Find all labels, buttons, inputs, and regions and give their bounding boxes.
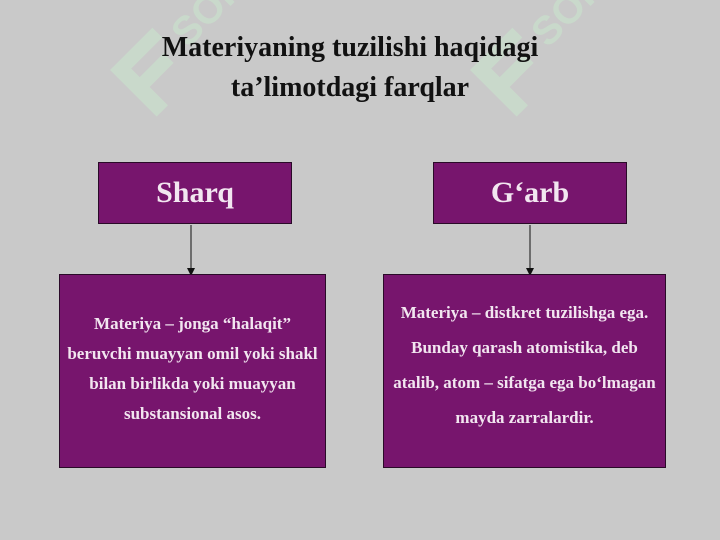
- node-garb-description: Materiya – distkret tuzilishga ega. Bund…: [393, 303, 656, 427]
- node-garb-description-box: Materiya – distkret tuzilishga ega. Bund…: [383, 274, 666, 468]
- title-line-2: ta’limotdagi farqlar: [230, 72, 470, 103]
- node-sharq-label: Sharq: [156, 176, 234, 209]
- node-garb-label: G‘arb: [490, 176, 570, 209]
- node-sharq-description: Materiya – jonga “halaqit” beruvchi muay…: [67, 314, 318, 423]
- title-line-1: Materiyaning tuzilishi haqidagi: [161, 32, 539, 63]
- node-garb: G‘arb: [433, 162, 627, 224]
- node-sharq: Sharq: [98, 162, 292, 224]
- node-sharq-description-box: Materiya – jonga “halaqit” beruvchi muay…: [59, 274, 326, 468]
- page-title: Materiyaning tuzilishi haqidagi ta’limot…: [60, 28, 640, 108]
